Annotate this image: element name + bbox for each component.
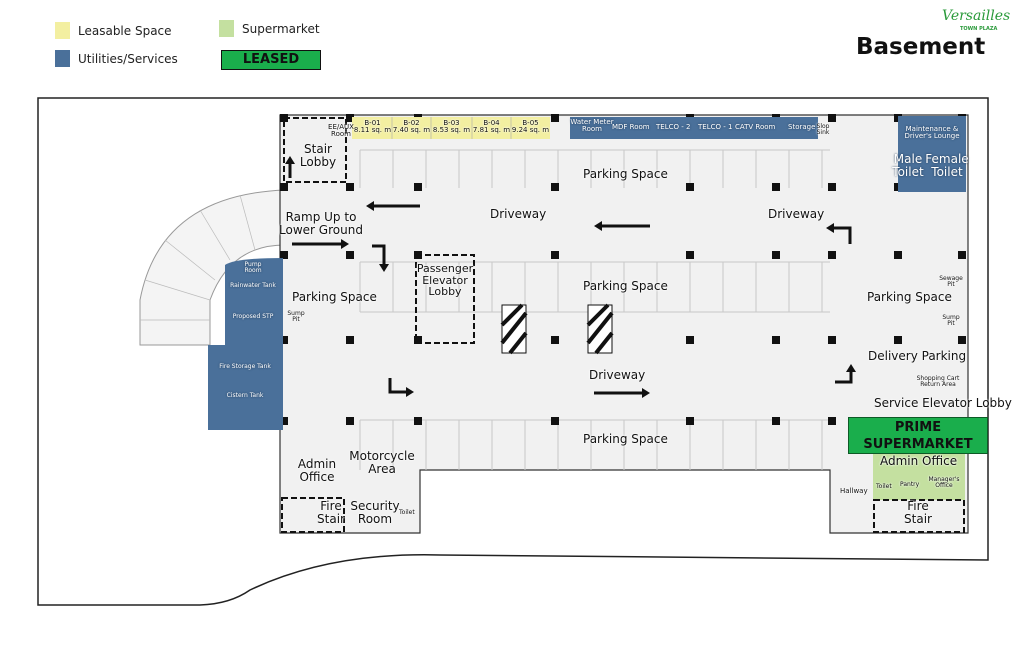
structural-column	[772, 183, 780, 191]
motorcycle-area: Motorcycle Area	[349, 449, 415, 476]
passenger-elevator-lobby: Passenger Elevator Lobby	[416, 262, 474, 299]
structural-column	[686, 251, 694, 259]
structural-column	[686, 336, 694, 344]
page-title: Basement	[856, 34, 986, 60]
parking-space-middle: Parking Space	[583, 279, 668, 293]
admin-office: Admin Office	[297, 457, 337, 484]
legend-supermarket: Supermarket	[242, 22, 320, 36]
supermarket-toilet: Toilet	[876, 483, 892, 490]
driveway-top-left: Driveway	[490, 207, 547, 221]
storage: Storage	[788, 123, 816, 131]
parking-space-right: Parking Space	[867, 290, 952, 304]
supermarket-pantry: Pantry	[900, 481, 920, 488]
managers-office: Manager's Office	[928, 476, 960, 490]
structural-column	[346, 336, 354, 344]
sump-pit-left: Sump Pit	[287, 310, 305, 324]
structural-column	[414, 417, 422, 425]
structural-column	[958, 251, 966, 259]
pump-room: Pump Room	[244, 261, 262, 275]
structural-column	[828, 417, 836, 425]
parking-space-top: Parking Space	[583, 167, 668, 181]
driveway-bottom: Driveway	[589, 368, 646, 382]
telco-1: TELCO - 1	[698, 123, 733, 131]
structural-column	[686, 183, 694, 191]
structural-column	[828, 183, 836, 191]
structural-column	[551, 336, 559, 344]
structural-column	[280, 417, 288, 425]
hallway: Hallway	[840, 487, 868, 495]
fire-stair-right: Fire Stair	[904, 499, 932, 526]
ramp-label: Ramp Up to Lower Ground	[279, 210, 363, 237]
male-toilet: Male Toilet	[892, 152, 924, 179]
service-elevator-lobby: Service Elevator Lobby	[874, 396, 1012, 410]
structural-column	[958, 336, 966, 344]
driveway-top-right: Driveway	[768, 207, 825, 221]
telco-2: TELCO - 2	[656, 123, 691, 131]
female-toilet: Female Toilet	[925, 152, 969, 179]
structural-column	[894, 336, 902, 344]
supermarket-leased-banner[interactable]: PRIME SUPERMARKET	[848, 417, 988, 454]
structural-column	[346, 417, 354, 425]
leasable-swatch	[55, 22, 70, 39]
supermarket-admin-office: Admin Office	[880, 454, 958, 468]
structural-column	[772, 417, 780, 425]
cistern-tank: Cistern Tank	[226, 392, 264, 399]
logo: Versailles	[942, 8, 1011, 24]
structural-column	[828, 336, 836, 344]
catv-room: CATV Room	[735, 123, 776, 131]
cart-return-area: Shopping Cart Return Area	[916, 375, 960, 389]
slop-sink: Slop Sink	[816, 123, 830, 137]
parking-space-left: Parking Space	[292, 290, 377, 304]
structural-column	[686, 417, 694, 425]
maintenance-lounge: Maintenance & Driver's Lounge	[904, 125, 960, 141]
structural-column	[346, 183, 354, 191]
structural-column	[551, 417, 559, 425]
structural-column	[280, 183, 288, 191]
structural-column	[772, 251, 780, 259]
structural-column	[551, 251, 559, 259]
utilities-swatch	[55, 50, 70, 67]
structural-column	[414, 183, 422, 191]
structural-column	[551, 183, 559, 191]
toilet: Toilet	[399, 509, 415, 516]
structural-column	[828, 114, 836, 122]
water-meter-room: Water Meter Room	[570, 118, 614, 134]
supermarket-swatch	[219, 20, 234, 37]
legend-utilities: Utilities/Services	[78, 52, 178, 66]
ee-aux-room: EE/AUX Room	[328, 123, 354, 139]
legend-leasable: Leasable Space	[78, 24, 172, 38]
sump-pit-right: Sump Pit	[942, 314, 960, 328]
security-room: Security Room	[350, 499, 400, 526]
rainwater-tank: Rainwater Tank	[230, 282, 276, 289]
logo-sub: TOWN PLAZA	[960, 26, 998, 32]
proposed-stp: Proposed STP	[232, 313, 274, 320]
structural-column	[346, 251, 354, 259]
structural-column	[280, 336, 288, 344]
parking-space-bottom: Parking Space	[583, 432, 668, 446]
structural-column	[551, 114, 559, 122]
structural-column	[894, 251, 902, 259]
structural-column	[828, 251, 836, 259]
legend-leased: LEASED	[221, 50, 321, 70]
structural-column	[346, 114, 354, 122]
fire-stair-left: Fire Stair	[317, 499, 345, 526]
stair-lobby: Stair Lobby	[299, 142, 337, 169]
fire-storage-tank: Fire Storage Tank	[219, 363, 271, 370]
structural-column	[772, 336, 780, 344]
delivery-parking: Delivery Parking	[868, 349, 967, 363]
sewage-pit: Sewage Pit	[939, 275, 963, 289]
mdf-room: MDF Room	[612, 123, 650, 131]
structural-column	[280, 251, 288, 259]
structural-column	[414, 336, 422, 344]
